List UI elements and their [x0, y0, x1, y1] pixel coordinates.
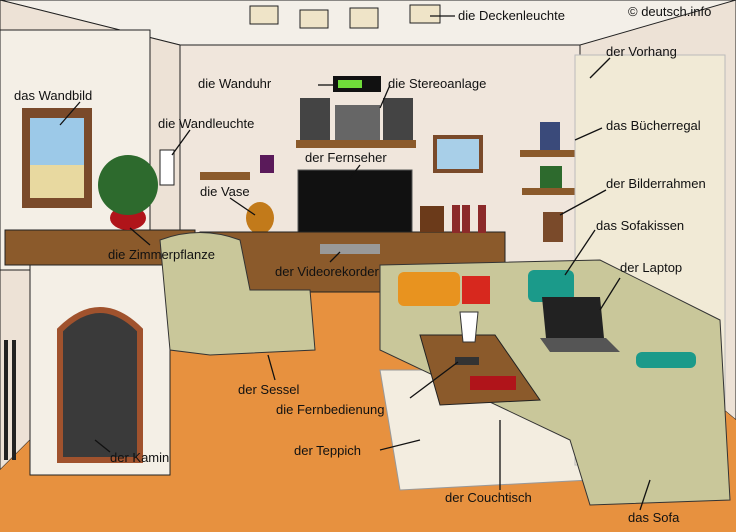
label-bookshelf: das Bücherregal [606, 118, 701, 133]
label-armchair: der Sessel [238, 382, 300, 397]
label-fireplace: der Kamin [110, 450, 170, 465]
label-house-plant: die Zimmerpflanze [108, 247, 215, 262]
label-curtain: der Vorhang [606, 44, 677, 59]
tv [297, 169, 413, 233]
label-rug: der Teppich [294, 443, 361, 458]
laptop [542, 297, 604, 338]
label-tv: der Fernseher [305, 150, 387, 165]
label-ceiling-light: die Deckenleuchte [458, 8, 565, 23]
label-picture-frame: der Bilderrahmen [606, 176, 706, 191]
label-vcr: der Videorekorder [275, 264, 379, 279]
label-wall-clock: die Wanduhr [198, 76, 272, 91]
label-stereo: die Stereoanlage [388, 76, 487, 91]
vase-shape [246, 202, 274, 234]
label-laptop: der Laptop [620, 260, 683, 275]
house-plant [98, 155, 158, 215]
label-sofa: das Sofa [628, 510, 680, 525]
armchair [159, 232, 316, 356]
label-wall-lamp: die Wandleuchte [158, 116, 255, 131]
label-remote: die Fernbedienung [276, 402, 385, 417]
label-wall-picture: das Wandbild [14, 88, 93, 103]
label-coffee-table: der Couchtisch [445, 490, 532, 505]
fireplace [57, 307, 143, 463]
label-cushion: das Sofakissen [596, 218, 685, 233]
label-vase: die Vase [200, 184, 250, 199]
ceiling-light [249, 4, 441, 29]
copyright: © deutsch.info [628, 4, 712, 19]
